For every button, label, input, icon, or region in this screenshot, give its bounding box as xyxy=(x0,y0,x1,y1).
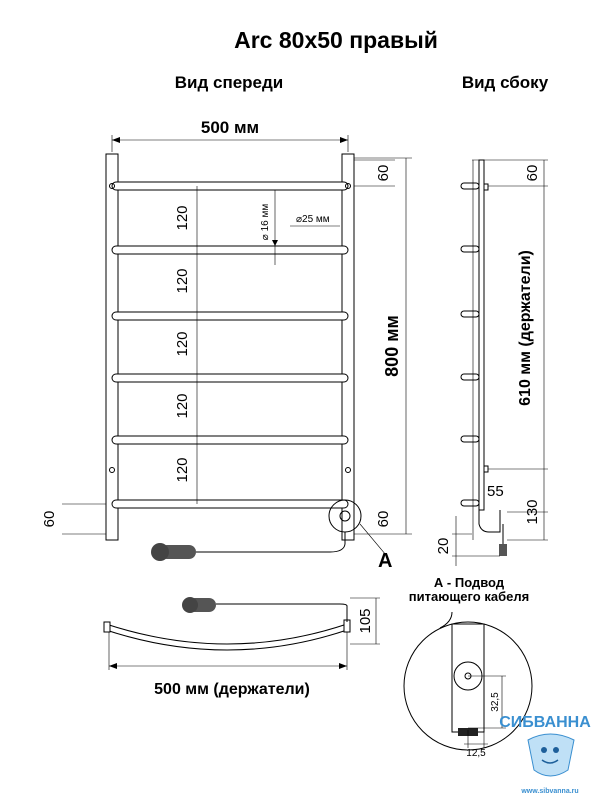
mount-point xyxy=(109,183,115,189)
top-width-label: 500 мм (держатели) xyxy=(154,681,310,698)
side-view: 60 610 мм (держатели) 55 130 20 xyxy=(435,159,548,566)
top-view: 105 500 мм (держатели) xyxy=(103,597,380,698)
mount-point xyxy=(345,467,351,473)
detail-post xyxy=(451,623,485,733)
detail-a: А - Подвод питающего кабеля 32,5 12,5 xyxy=(403,575,533,759)
mount-point xyxy=(345,183,351,189)
side-dim-20: 20 xyxy=(435,538,452,555)
power-cable xyxy=(196,532,346,553)
side-top-offset: 60 xyxy=(524,165,541,182)
front-bottom-offset: 60 xyxy=(375,511,392,528)
front-left-bottom-offset: 60 xyxy=(41,511,58,528)
tube-small-label: ⌀ 16 мм xyxy=(260,204,271,241)
side-post xyxy=(478,159,485,511)
rungs xyxy=(111,181,349,509)
right-post xyxy=(341,153,355,541)
brand-name: СИБВАННА xyxy=(499,714,591,731)
side-mount-label: 610 мм (держатели) xyxy=(517,250,534,406)
cable-entry xyxy=(339,510,351,522)
plug xyxy=(160,545,196,559)
detail-title-line1: А - Подвод xyxy=(434,575,505,590)
spacing-label: 120 xyxy=(174,268,191,293)
top-arc xyxy=(105,623,348,651)
spacing-label: 120 xyxy=(174,457,191,482)
detail-circle xyxy=(403,621,533,751)
plug-head xyxy=(151,543,169,561)
side-view-title: Вид сбоку xyxy=(462,73,549,92)
detail-title-line2: питающего кабеля xyxy=(409,589,529,604)
front-view-title: Вид спереди xyxy=(175,73,284,92)
tube-large-label: ⌀25 мм xyxy=(296,214,330,225)
rung xyxy=(111,499,349,509)
front-height-label: 800 мм xyxy=(382,315,402,377)
front-width-label: 500 мм xyxy=(201,118,259,137)
spacing-label: 120 xyxy=(174,205,191,230)
side-dim-130: 130 xyxy=(524,499,541,524)
side-dim-55: 55 xyxy=(487,483,504,500)
spacing-labels: 120 120 120 120 120 xyxy=(174,205,191,482)
brand-url: www.sibvanna.ru xyxy=(520,788,578,795)
product-title: Arc 80x50 правый xyxy=(234,27,438,53)
side-plug xyxy=(499,544,507,556)
top-cable xyxy=(216,603,348,622)
brand-logo: СИБВАННА www.sibvanna.ru xyxy=(499,714,591,795)
callout-a-label: А xyxy=(378,550,392,572)
rung xyxy=(111,311,349,321)
detail-dim-horizontal: 12,5 xyxy=(466,748,486,759)
spacing-label: 120 xyxy=(174,331,191,356)
rung xyxy=(111,181,349,191)
brand-mascot-icon xyxy=(527,733,575,777)
rung xyxy=(111,435,349,445)
left-post xyxy=(105,153,119,541)
rung xyxy=(111,373,349,383)
side-rungs xyxy=(460,182,480,507)
top-depth-label: 105 xyxy=(357,608,374,633)
rung xyxy=(111,245,349,255)
front-view: 500 мм 120 120 120 120 120 ⌀ xyxy=(41,118,412,572)
heater-element xyxy=(478,510,501,533)
mount-point xyxy=(109,467,115,473)
detail-dim-vertical: 32,5 xyxy=(490,692,501,712)
front-top-offset: 60 xyxy=(375,165,392,182)
spacing-label: 120 xyxy=(174,393,191,418)
